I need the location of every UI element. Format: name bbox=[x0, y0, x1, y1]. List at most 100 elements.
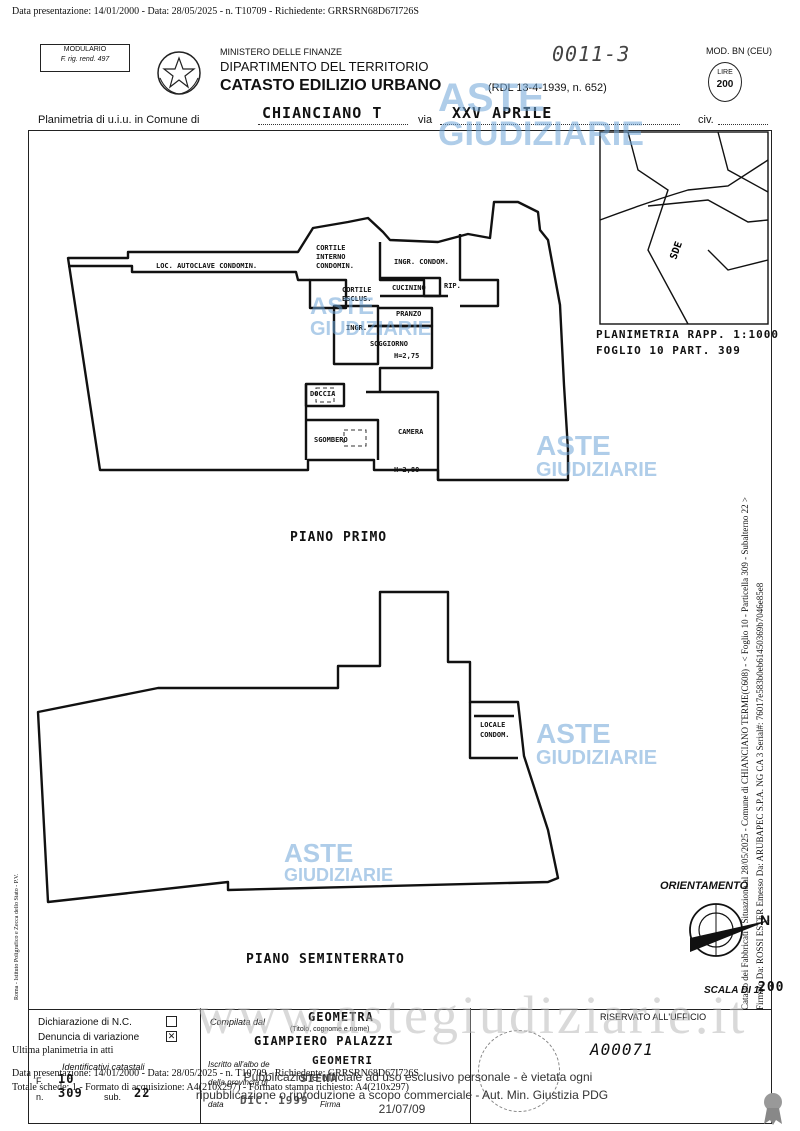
via-label: via bbox=[418, 114, 433, 126]
floor-plan-drawing: SDE bbox=[36, 131, 770, 957]
watermark-line2: GIUDIZIARIE bbox=[438, 115, 644, 153]
label-cucinino: CUCININO bbox=[392, 284, 426, 292]
label-soggiorno: SOGGIORNO bbox=[370, 340, 408, 348]
label-rip: RIP. bbox=[444, 282, 461, 290]
label-h280: H=2,80 bbox=[394, 466, 420, 474]
room-soggiorno bbox=[332, 304, 380, 366]
watermark-aste: ASTE GIUDIZIARIE bbox=[438, 76, 644, 153]
firma-label: Firma bbox=[320, 1100, 341, 1109]
watermark-url: www.astegiudiziarie.it bbox=[196, 985, 748, 1045]
form-frame bbox=[28, 130, 772, 1010]
header-line: Data presentazione: 14/01/2000 - Data: 2… bbox=[12, 6, 419, 17]
label-h275: H=2,75 bbox=[394, 352, 420, 360]
catasto-ref: (RDL 13-4-1939, n. 652) bbox=[488, 82, 607, 94]
denuncia-checkbox: ✕ bbox=[166, 1031, 177, 1042]
watermark-line1: ASTE bbox=[438, 76, 545, 120]
lire-label: LIRE bbox=[717, 69, 733, 76]
north-arrow-icon bbox=[689, 903, 770, 957]
watermark-aste: ASTE GIUDIZIARIE bbox=[310, 293, 432, 341]
sub-value: 22 bbox=[134, 1086, 151, 1100]
nome-value: GIAMPIERO PALAZZI bbox=[254, 1034, 394, 1048]
label-locale-condom: LOCALE CONDOM. bbox=[480, 721, 510, 739]
via-underline bbox=[440, 124, 680, 125]
bottom-form bbox=[28, 1008, 772, 1124]
room-cortile-esclus bbox=[308, 278, 348, 310]
planimetria-rapp: PLANIMETRIA RAPP. 1:1000 bbox=[596, 328, 779, 341]
label-sgombero: SGOMBERO bbox=[314, 436, 348, 444]
watermark-aste: ASTE GIUDIZIARIE bbox=[284, 838, 394, 886]
piano-primo-label: PIANO PRIMO bbox=[290, 530, 388, 545]
protocol-number: A00071 bbox=[590, 1040, 654, 1059]
provincia-label: della provincia di bbox=[208, 1078, 268, 1087]
label-cortile-esclus: CORTILE ESCLUS. bbox=[342, 286, 372, 303]
modulario-line2: F. rig. rend. 497 bbox=[60, 56, 110, 63]
room-sgombero bbox=[306, 418, 380, 460]
label-doccia: DOCCIA bbox=[310, 390, 336, 398]
printer-note: Roma - Istituto Poligrafico e Zecca dell… bbox=[14, 873, 20, 1000]
civ-underline bbox=[718, 124, 768, 125]
scala-value: 200 bbox=[758, 980, 785, 995]
compilata-label: Compilata dal bbox=[210, 1017, 266, 1027]
sde-label: SDE bbox=[668, 240, 685, 261]
f-label: F. bbox=[36, 1076, 44, 1086]
side-text-firma: Firmato Da: ROSSI ESTER Emesso Da: ARUBA… bbox=[755, 582, 765, 1010]
foglio-label: FOGLIO 10 PART. 309 bbox=[596, 344, 741, 357]
modulario-box: MODULARIO F. rig. rend. 497 bbox=[40, 44, 130, 72]
watermark-line2: GIUDIZIARIE bbox=[310, 318, 432, 340]
room-cucinino bbox=[380, 276, 442, 298]
lire-stamp: LIRE 200 bbox=[708, 62, 742, 102]
award-ribbon-icon bbox=[764, 1093, 782, 1125]
compilata-value: GEOMETRA bbox=[308, 1010, 374, 1024]
data-label: data bbox=[208, 1100, 224, 1109]
watermark-line2: GIUDIZIARIE bbox=[284, 865, 394, 885]
north-label: N bbox=[760, 912, 771, 928]
riservato-label: RISERVATO ALL'UFFICIO bbox=[600, 1012, 707, 1022]
office-seal-icon bbox=[478, 1030, 560, 1112]
mod-label: MOD. BN (CEU) bbox=[706, 46, 772, 56]
scala-label: SCALA DI 1: bbox=[704, 985, 763, 996]
footer-line-3: Totale schede: 1 - Formato di acquisizio… bbox=[12, 1082, 409, 1093]
state-emblem-icon bbox=[157, 51, 201, 95]
provincia-value: SIENA bbox=[300, 1072, 339, 1085]
footer-line-1: Ultima planimetria in atti bbox=[12, 1045, 114, 1056]
watermark-line1: ASTE bbox=[284, 838, 354, 868]
watermark-line2: GIUDIZIARIE bbox=[536, 747, 658, 769]
iscritto-label: Iscritto all'albo de bbox=[208, 1060, 270, 1069]
denuncia-label: Denuncia di variazione bbox=[38, 1032, 140, 1043]
watermark-line2: GIUDIZIARIE bbox=[536, 459, 658, 481]
orientamento-label: ORIENTAMENTO bbox=[660, 880, 749, 892]
watermark-line1: ASTE bbox=[310, 293, 375, 320]
modulario-line1: MODULARIO bbox=[63, 46, 107, 53]
catasto-title: CATASTO EDILIZIO URBANO bbox=[220, 77, 442, 94]
footer-line-2: Data presentazione: 14/01/2000 - Data: 2… bbox=[12, 1068, 419, 1079]
department: DIPARTIMENTO DEL TERRITORIO bbox=[220, 59, 429, 74]
disclaimer-line-1: Pubblicazione ufficiale ad uso esclusivo… bbox=[243, 1070, 593, 1084]
titolo-note: (Titolo, cognome e nome) bbox=[290, 1026, 370, 1033]
watermark-line1: ASTE bbox=[536, 718, 611, 749]
watermark-aste: ASTE GIUDIZIARIE bbox=[536, 432, 658, 482]
comune-value: CHIANCIANO T bbox=[262, 104, 383, 122]
label-cortile-interno: CORTILE INTERNO CONDOMIN. bbox=[316, 244, 354, 270]
civ-label: civ. bbox=[698, 114, 714, 126]
dichiarazione-checkbox bbox=[166, 1016, 177, 1027]
identificativi-label: Identificativi catastali bbox=[62, 1062, 145, 1072]
inset-location-map bbox=[599, 131, 769, 325]
sub-label: sub. bbox=[104, 1092, 122, 1102]
divider bbox=[470, 1008, 471, 1123]
divider bbox=[200, 1008, 201, 1123]
n-value: 309 bbox=[58, 1086, 83, 1100]
label-ingr-condom: INGR. CONDOM. bbox=[394, 258, 449, 266]
label-ingr: INGR. bbox=[346, 324, 368, 332]
label-camera: CAMERA bbox=[398, 428, 424, 436]
comune-underline bbox=[258, 124, 408, 125]
disclaimer-line-2: ripubblicazione o riproduzione a scopo c… bbox=[195, 1088, 609, 1116]
via-value: XXV APRILE bbox=[452, 104, 553, 122]
data-value: DIC. 1999 bbox=[240, 1094, 309, 1107]
room-camera bbox=[380, 390, 440, 480]
planimetria-label: Planimetria di u.i.u. in Comune di bbox=[38, 114, 200, 126]
piano-seminterrato-label: PIANO SEMINTERRATO bbox=[246, 952, 405, 967]
ministry: MINISTERO DELLE FINANZE bbox=[220, 47, 343, 57]
side-text-catasto: Catasto dei Fabbricati - Situazione al 2… bbox=[740, 497, 750, 1010]
label-pranzo: PRANZO bbox=[396, 310, 422, 318]
f-value: 10 bbox=[58, 1072, 75, 1086]
